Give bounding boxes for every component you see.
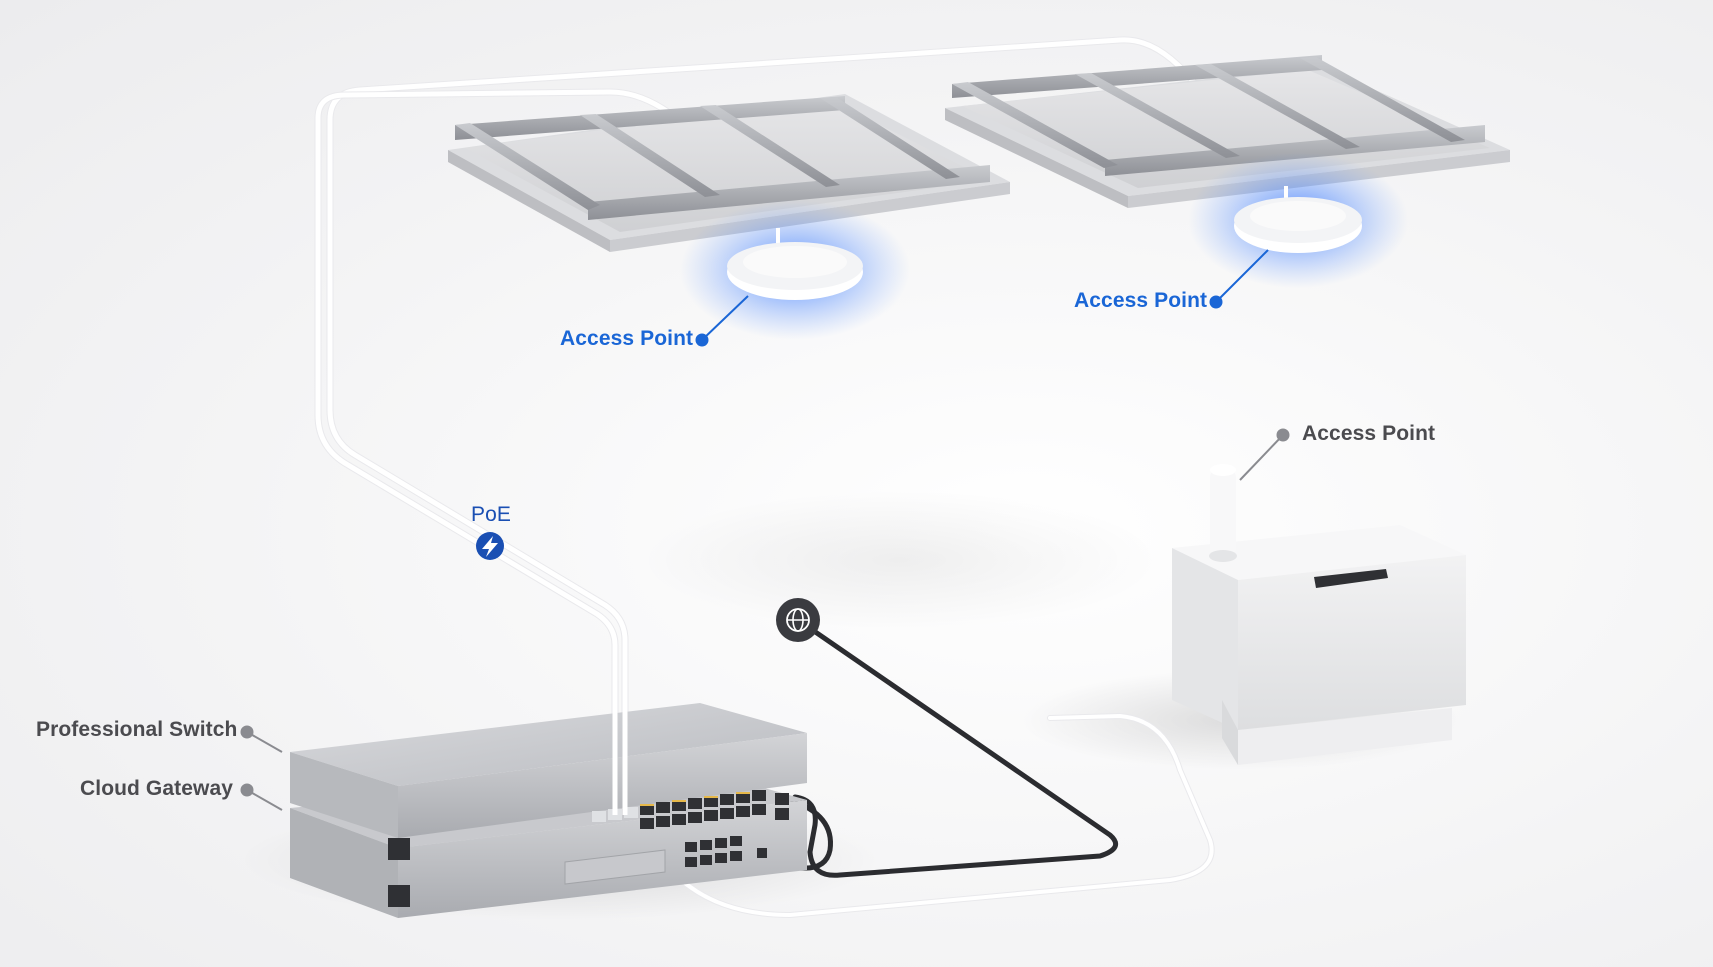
professional-switch-label: Professional Switch [36, 718, 238, 741]
gateway-ports [685, 836, 767, 867]
globe-icon [776, 598, 820, 642]
access-point-label-3: Access Point [1302, 422, 1436, 445]
switch-ports [640, 790, 789, 829]
internet-cable [787, 617, 1119, 878]
outdoor-access-point-enclosure [1172, 464, 1466, 765]
ceiling-access-point-1 [680, 200, 910, 340]
switch-gateway-stack [290, 640, 807, 918]
poe-label: PoE [471, 503, 511, 526]
lightning-bolt-icon [476, 532, 504, 560]
white-cables [314, 36, 1294, 918]
ap-leader-gray [1239, 428, 1290, 481]
access-point-label-2: Access Point [1074, 289, 1208, 312]
ceiling-access-point-2 [1188, 152, 1408, 288]
ap-leaders-blue [695, 249, 1269, 347]
device-leaders [240, 725, 283, 811]
cloud-gateway-label: Cloud Gateway [80, 777, 233, 800]
access-point-label-1: Access Point [560, 327, 694, 350]
